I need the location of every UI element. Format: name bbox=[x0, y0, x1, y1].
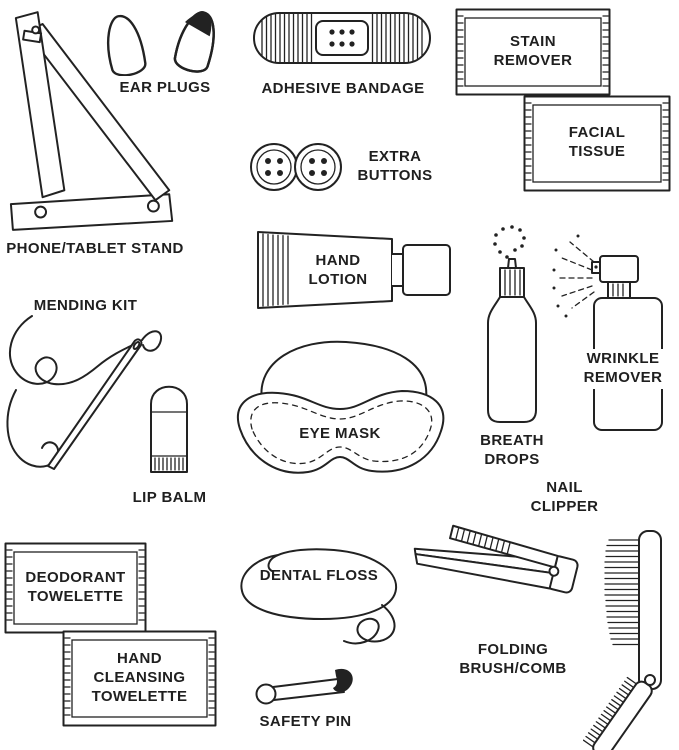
safety-pin-illustration bbox=[250, 658, 362, 712]
hand-cleansing-towelette-label: HAND CLEANSING TOWELETTE bbox=[91, 650, 188, 705]
safety-pin-label: SAFETY PIN bbox=[259, 713, 352, 730]
facial-tissue-label: FACIAL TISSUE bbox=[568, 124, 626, 160]
nail-clipper-illustration bbox=[403, 516, 583, 618]
ear-plugs-illustration bbox=[98, 6, 238, 76]
folding-brush-comb-illustration bbox=[583, 528, 679, 750]
stain-remover-label: STAIN REMOVER bbox=[493, 33, 573, 69]
adhesive-bandage-label: ADHESIVE BANDAGE bbox=[261, 80, 425, 97]
hand-cleansing-towelette-packet bbox=[62, 630, 217, 727]
facial-tissue-packet bbox=[523, 95, 671, 192]
phone-tablet-stand-illustration bbox=[3, 6, 191, 234]
folding-brush-comb-label: FOLDING BRUSH/COMB bbox=[459, 641, 567, 677]
wrinkle-remover-label: WRINKLE REMOVER bbox=[567, 349, 679, 389]
breath-drops-label: BREATH DROPS bbox=[480, 432, 544, 468]
ear-plugs-label: EAR PLUGS bbox=[119, 79, 211, 96]
lip-balm-illustration bbox=[141, 368, 197, 484]
adhesive-bandage-illustration bbox=[252, 10, 434, 66]
mending-kit-label: MENDING KIT bbox=[33, 297, 138, 314]
dental-floss-label: DENTAL FLOSS bbox=[259, 567, 379, 584]
deodorant-towelette-label: DEODORANT TOWELETTE bbox=[25, 569, 126, 605]
extra-buttons-label: EXTRA BUTTONS bbox=[357, 148, 433, 184]
nail-clipper-label: NAIL CLIPPER bbox=[530, 479, 599, 515]
dental-floss-illustration bbox=[226, 535, 411, 670]
phone-tablet-stand-label: PHONE/TABLET STAND bbox=[6, 240, 184, 257]
extra-buttons-illustration bbox=[248, 138, 344, 196]
hand-lotion-label: HAND LOTION bbox=[308, 252, 368, 288]
deodorant-towelette-packet bbox=[4, 542, 147, 634]
stain-remover-packet bbox=[455, 8, 611, 96]
breath-drops-illustration bbox=[477, 224, 547, 429]
mending-kit-illustration bbox=[2, 312, 167, 484]
lip-balm-label: LIP BALM bbox=[132, 489, 207, 506]
wrinkle-remover-illustration bbox=[552, 228, 674, 435]
hand-lotion-illustration bbox=[250, 224, 455, 314]
eye-mask-label: EYE MASK bbox=[299, 425, 381, 442]
eye-mask-illustration bbox=[222, 333, 458, 503]
